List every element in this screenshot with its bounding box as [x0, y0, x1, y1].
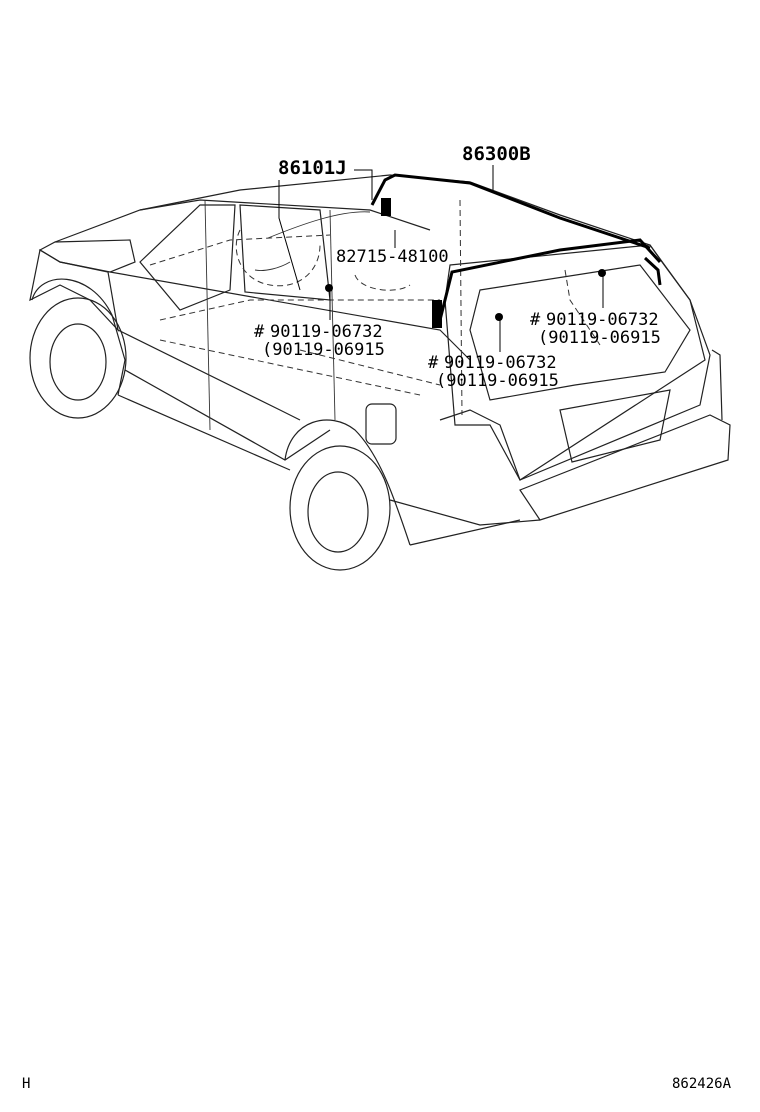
bolt-center-marker [495, 313, 503, 321]
antenna-cord-wire [254, 173, 662, 328]
label-bolt-right: 90119-06732 [546, 310, 659, 330]
bolt-right-marker [598, 269, 606, 277]
label-antenna-cord-rear: 86300B [462, 143, 531, 165]
bolt-left-marker [325, 284, 333, 292]
hash-mark-right: # [530, 310, 541, 330]
label-clamp: 82715-48100 [336, 247, 449, 267]
corner-code-left: H [22, 1076, 31, 1092]
hash-mark-center: # [428, 353, 439, 373]
label-bolt-center-alt: (90119-06915 [436, 371, 559, 391]
vehicle-outline [29, 174, 731, 571]
leader-lines [278, 165, 604, 352]
label-bolt-left-alt: (90119-06915 [262, 340, 385, 360]
label-bolt-right-alt: (90119-06915 [538, 328, 661, 348]
label-bolt-center: 90119-06732 [444, 353, 557, 373]
label-antenna-cord-front: 86101J [278, 157, 347, 179]
diagram-id: 862426A [672, 1076, 732, 1092]
label-bolt-left: 90119-06732 [270, 322, 383, 342]
fasteners [325, 269, 606, 321]
hash-mark-left: # [254, 322, 265, 342]
